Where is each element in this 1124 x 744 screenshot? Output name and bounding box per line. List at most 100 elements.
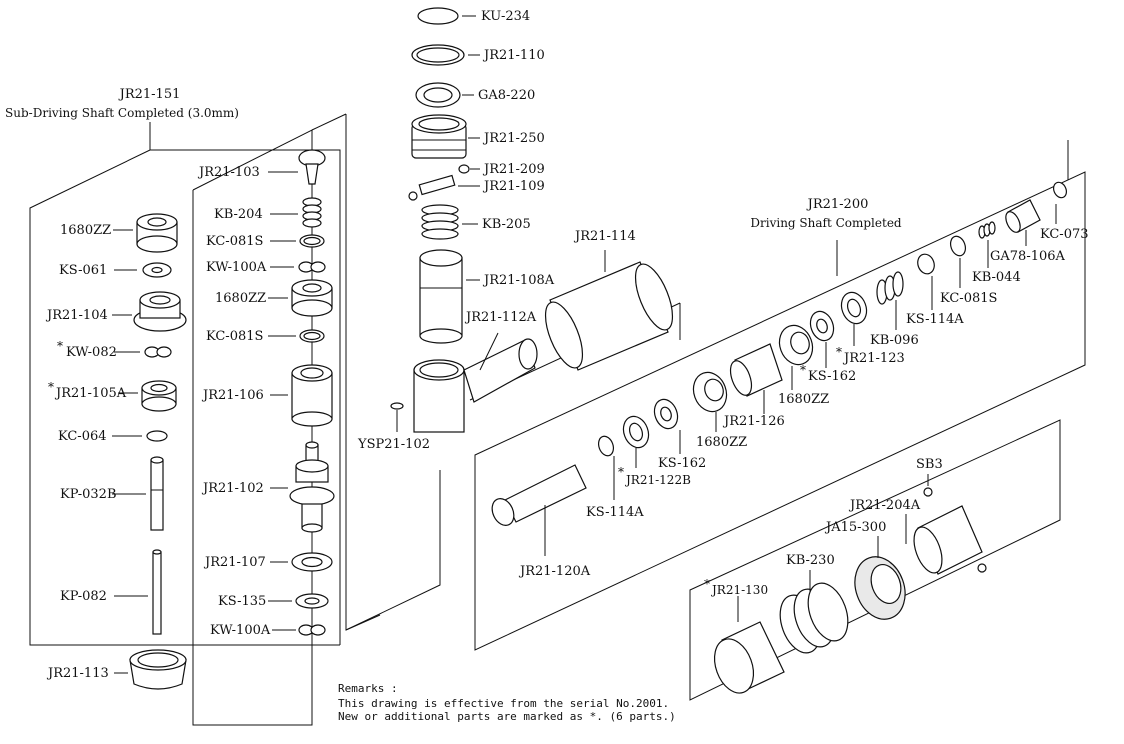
label-ks162-a: KS-162	[808, 369, 856, 384]
label-jr21-123: JR21-123	[842, 351, 905, 366]
part-kb204	[270, 197, 322, 228]
label-kb230: KB-230	[786, 553, 835, 568]
part-jr21-114	[544, 250, 674, 371]
main-assembly-code: JR21-200	[806, 197, 869, 212]
label-jr21-112a: JR21-112A	[464, 310, 537, 325]
part-jr21-120a	[491, 464, 587, 556]
part-ga8-220	[415, 82, 474, 108]
sub-assembly-title: Sub-Driving Shaft Completed (3.0mm)	[5, 106, 239, 120]
frame-sub-assembly	[29, 122, 341, 646]
label-kc073: KC-073	[1040, 227, 1089, 242]
label-jr21-110: JR21-110	[482, 48, 545, 63]
label-1680zz-b: 1680ZZ	[778, 392, 829, 407]
part-kb096	[876, 271, 904, 330]
label-kc081s-a: KC-081S	[206, 234, 263, 249]
part-jr21-102	[270, 441, 335, 533]
part-ga78-106a	[1005, 199, 1041, 246]
part-jr21-108a	[419, 249, 480, 344]
label-kb096: KB-096	[870, 333, 919, 348]
part-kc081s-b	[268, 329, 325, 343]
label-ks114a-b: KS-114A	[586, 505, 644, 520]
label-kb204: KB-204	[214, 207, 263, 222]
part-jr21-126	[729, 343, 783, 414]
label-jr21-107: JR21-107	[203, 555, 266, 570]
label-kw082: KW-082	[66, 345, 117, 360]
label-jr21-114: JR21-114	[573, 229, 636, 244]
part-jr21-107	[270, 552, 333, 572]
part-kp032b	[112, 456, 164, 531]
new-mark-ks162-a: *	[800, 363, 806, 377]
part-kb044	[978, 221, 996, 268]
part-jr21-106	[270, 364, 333, 427]
label-1680zz-c: 1680ZZ	[696, 435, 747, 450]
label-ga8-220: GA8-220	[478, 88, 535, 103]
part-ysp21-102	[390, 402, 404, 432]
main-assembly-title: Driving Shaft Completed	[750, 216, 902, 230]
new-mark-kw082: *	[57, 339, 63, 353]
label-jr21-204a: JR21-204A	[848, 498, 921, 513]
part-kb205	[421, 204, 478, 240]
part-kc081s-c	[949, 235, 967, 288]
part-1680zz-c	[692, 371, 728, 432]
part-jr21-122b	[622, 415, 650, 468]
label-jr21-209: JR21-209	[482, 162, 545, 177]
part-kw100a-a	[270, 261, 326, 273]
label-kw100a-b: KW-100A	[210, 623, 271, 638]
part-ja15-300	[854, 536, 906, 620]
label-ja15-300: JA15-300	[824, 520, 886, 535]
part-1680zz-sub	[113, 213, 178, 253]
part-ku234	[417, 7, 476, 25]
part-jr21-209	[458, 164, 480, 174]
label-ku234: KU-234	[481, 9, 530, 24]
part-kw100a-b	[272, 624, 326, 636]
part-kc073	[1052, 181, 1068, 224]
new-mark-jr21-123: *	[836, 345, 842, 359]
part-kw082	[114, 346, 172, 358]
part-ks135	[268, 593, 329, 609]
part-kc081s-a	[270, 234, 325, 248]
part-1680zz-a	[268, 279, 333, 317]
label-jr21-130: JR21-130	[710, 583, 768, 597]
frame-shaft-column	[192, 113, 347, 726]
label-jr21-120a: JR21-120A	[518, 564, 591, 579]
label-jr21-122b: JR21-122B	[624, 473, 691, 487]
part-kb230	[779, 570, 849, 654]
label-jr21-105a: JR21-105A	[54, 386, 127, 401]
part-ks061	[114, 262, 172, 278]
part-jr21-104	[112, 291, 187, 332]
label-kb044: KB-044	[972, 270, 1021, 285]
part-ks114a-a	[917, 253, 935, 310]
new-mark-jr21-130: *	[704, 577, 710, 591]
label-kc064: KC-064	[58, 429, 107, 444]
remarks-heading: Remarks :	[338, 682, 398, 695]
part-jr21-105a	[118, 380, 177, 412]
part-jr21-103	[268, 149, 326, 185]
label-jr21-250: JR21-250	[482, 131, 545, 146]
part-jr21-123	[840, 291, 868, 346]
label-ysp21-102: YSP21-102	[357, 437, 430, 452]
part-jr21-130	[713, 596, 785, 694]
frame-head-column	[345, 114, 441, 631]
part-ks114a-b	[597, 435, 615, 500]
label-jr21-102: JR21-102	[201, 481, 264, 496]
part-ks162-b	[653, 398, 681, 454]
part-sb3	[923, 474, 987, 573]
label-kw100a-a: KW-100A	[206, 260, 267, 275]
new-mark-jr21-122b: *	[618, 465, 624, 479]
label-kp082: KP-082	[60, 589, 107, 604]
label-jr21-104: JR21-104	[45, 308, 108, 323]
part-jr21-113	[114, 649, 187, 690]
part-1680zz-b	[778, 324, 814, 390]
frame-front-assembly	[689, 419, 1061, 701]
part-jr21-109	[408, 174, 480, 201]
part-kc064	[112, 430, 168, 442]
label-kc081s-c: KC-081S	[940, 291, 997, 306]
label-jr21-126: JR21-126	[722, 414, 785, 429]
label-kc081s-b: KC-081S	[206, 329, 263, 344]
label-jr21-103: JR21-103	[197, 165, 260, 180]
label-1680zz-sub: 1680ZZ	[60, 223, 111, 238]
label-jr21-113: JR21-113	[46, 666, 109, 681]
part-jr21-112a	[413, 332, 538, 433]
part-jr21-204a	[905, 505, 983, 575]
